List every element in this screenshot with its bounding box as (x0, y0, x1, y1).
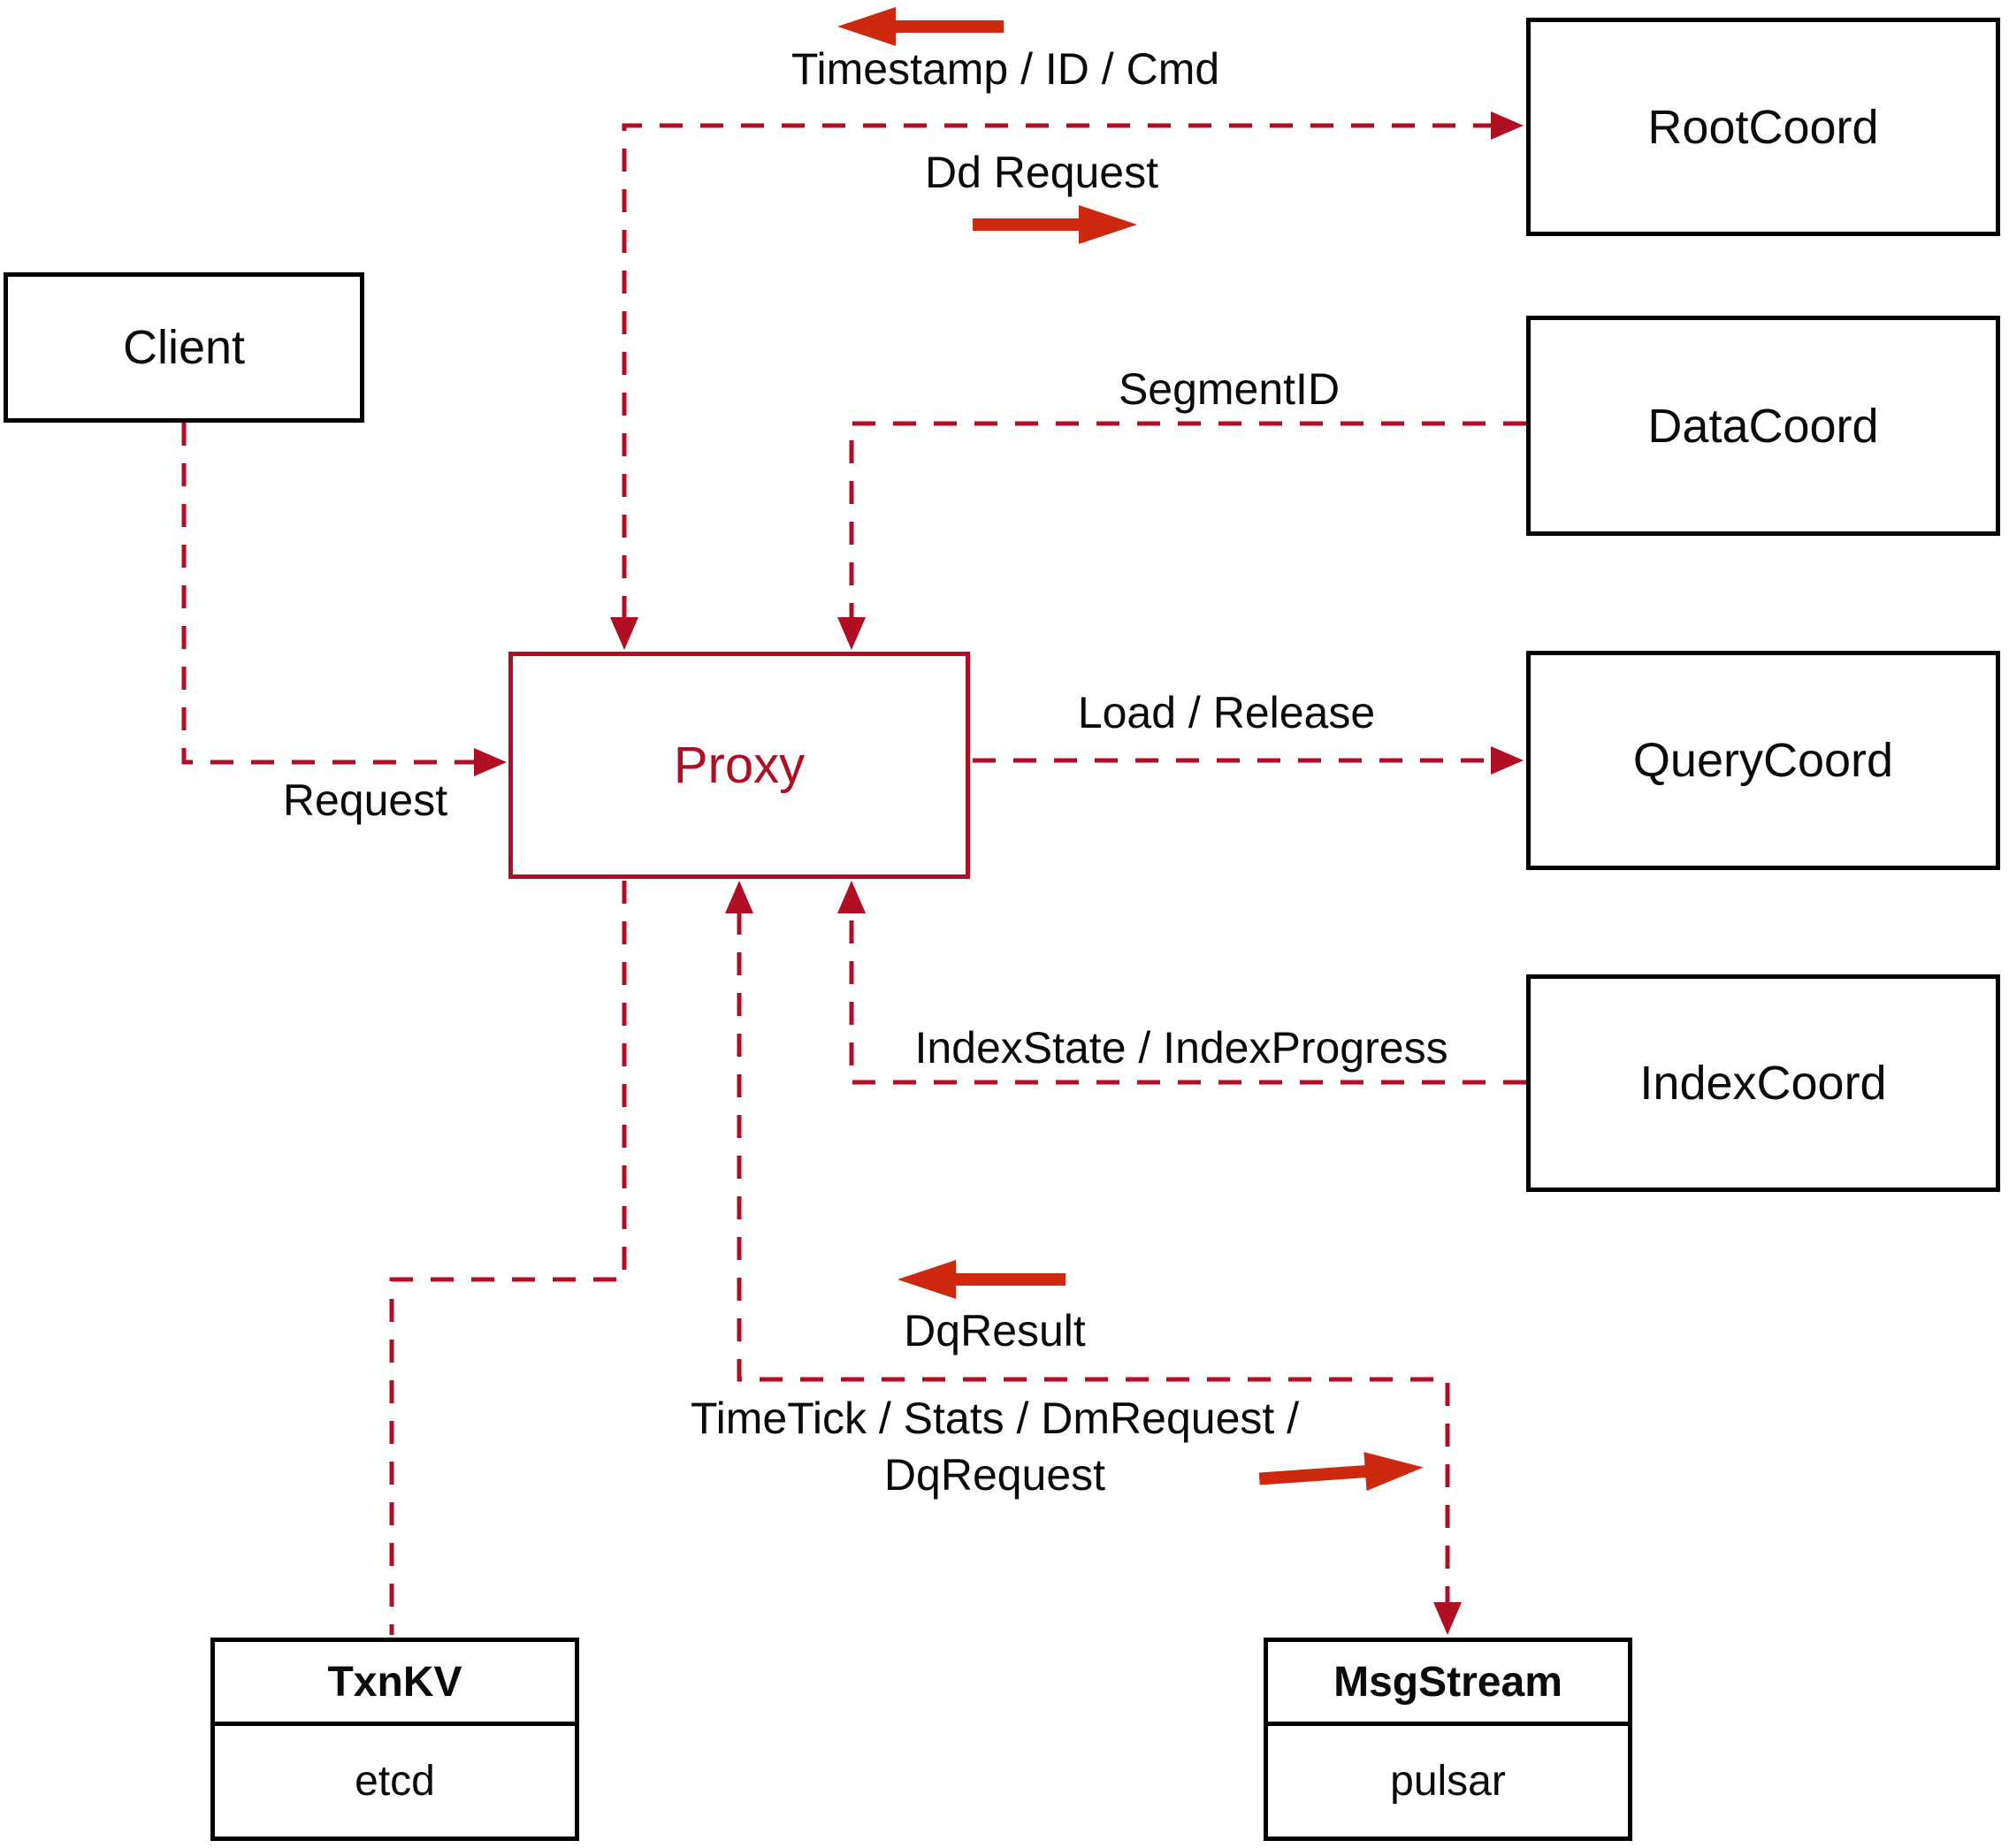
datacoord-label: DataCoord (1647, 399, 1879, 453)
proxy-node: Proxy (508, 652, 970, 879)
rootcoord-label: RootCoord (1647, 100, 1879, 154)
arrowhead-into-proxy-left (474, 748, 507, 776)
arrowhead-into-proxy-top-left (610, 617, 638, 650)
arrowhead-into-proxy-top-right (837, 617, 866, 650)
msgstream-title: MsgStream (1268, 1642, 1628, 1726)
dq-request-direction-right-arrow-icon (1258, 1452, 1424, 1492)
arrowhead-into-proxy-bottom-left (725, 881, 753, 913)
querycoord-label: QueryCoord (1632, 734, 1894, 787)
txnkv-impl: etcd (355, 1758, 435, 1805)
indexcoord-node: IndexCoord (1526, 974, 2000, 1192)
client-label: Client (122, 321, 246, 374)
arrowhead-into-proxy-bottom-right (837, 881, 866, 913)
txnkv-node: TxnKV etcd (210, 1638, 579, 1841)
rootcoord-node: RootCoord (1526, 18, 2000, 236)
dq-result-direction-left-arrow-icon (898, 1260, 1066, 1299)
datacoord-node: DataCoord (1526, 316, 2000, 536)
arrowhead-into-rootcoord (1491, 111, 1524, 140)
arrowhead-into-msgstream (1433, 1602, 1462, 1635)
edge-client-proxy (181, 423, 476, 765)
msgstream-impl: pulsar (1390, 1758, 1506, 1805)
edge-datacoord-proxy (849, 421, 1526, 619)
arrowhead-into-querycoord (1491, 746, 1524, 775)
proxy-label: Proxy (673, 737, 806, 794)
msgstream-node: MsgStream pulsar (1264, 1638, 1632, 1841)
client-node: Client (4, 272, 364, 423)
edge-proxy-rootcoord (622, 123, 1493, 619)
edge-indexcoord-proxy (849, 912, 1526, 1085)
edge-proxy-msgstream (737, 912, 1450, 1604)
querycoord-node: QueryCoord (1526, 651, 2000, 870)
indexcoord-label: IndexCoord (1639, 1057, 1887, 1110)
txnkv-title: TxnKV (215, 1642, 575, 1726)
dd-request-direction-right-arrow-icon (973, 205, 1137, 244)
edge-proxy-txnkv (389, 881, 627, 1635)
timestamp-direction-left-arrow-icon (837, 7, 1004, 46)
